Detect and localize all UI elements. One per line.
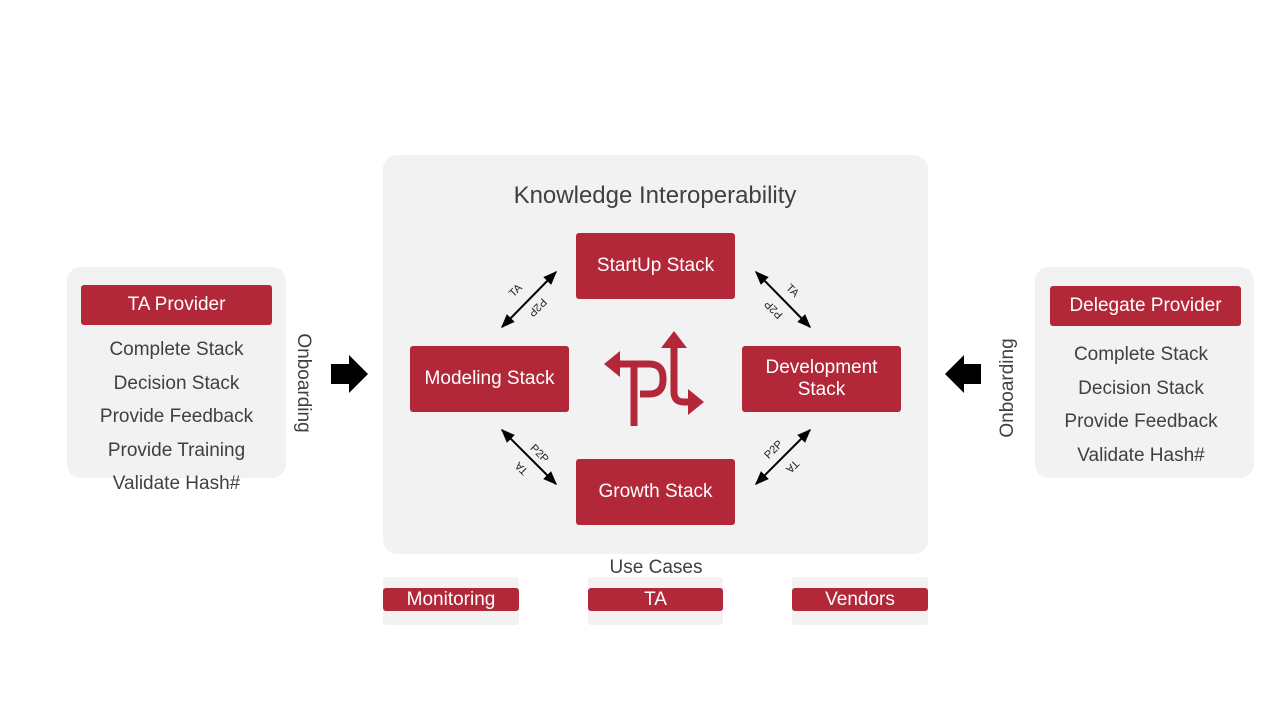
connector-label-ta: TA bbox=[783, 457, 801, 475]
use-case-vendors-button[interactable]: Vendors bbox=[792, 588, 928, 611]
connector-modeling-growth bbox=[501, 429, 557, 485]
left-arrow-icon bbox=[945, 355, 981, 393]
list-item: Provide Training bbox=[107, 439, 246, 461]
connector-label-ta: TA bbox=[507, 281, 525, 299]
list-item: Validate Hash# bbox=[1077, 444, 1205, 466]
use-cases-title: Use Cases bbox=[609, 557, 703, 578]
right-arrow-icon bbox=[331, 355, 368, 393]
list-item: Provide Feedback bbox=[99, 406, 254, 428]
list-item: Complete Stack bbox=[109, 339, 244, 360]
ta-provider-list: Complete Stack Decision Stack Provide Fe… bbox=[67, 333, 286, 501]
connector-startup-development bbox=[755, 271, 811, 328]
list-item: Decision Stack bbox=[113, 372, 240, 394]
list-item: Complete Stack bbox=[1073, 344, 1209, 365]
growth-stack-box[interactable]: Growth Stack bbox=[576, 459, 735, 525]
connector-label-ta: TA bbox=[512, 459, 530, 477]
connector-label-p2p: P2P bbox=[762, 298, 785, 321]
ta-provider-button[interactable]: TA Provider bbox=[81, 285, 272, 325]
delegate-provider-list: Complete Stack Decision Stack Provide Fe… bbox=[1035, 338, 1247, 472]
list-item: Validate Hash# bbox=[112, 473, 241, 495]
fork-arrows-icon bbox=[615, 343, 692, 426]
list-item: Decision Stack bbox=[1078, 377, 1204, 399]
connector-label-ta: TA bbox=[783, 282, 801, 300]
development-stack-box[interactable]: Development Stack bbox=[742, 346, 901, 412]
use-case-ta-button[interactable]: TA bbox=[588, 588, 723, 611]
startup-stack-box[interactable]: StartUp Stack bbox=[576, 233, 735, 299]
delegate-provider-button[interactable]: Delegate Provider bbox=[1050, 286, 1241, 326]
list-item: Provide Feedback bbox=[1064, 411, 1218, 433]
use-case-monitoring-button[interactable]: Monitoring bbox=[383, 588, 519, 611]
center-title: Knowledge Interoperability bbox=[513, 182, 797, 209]
modeling-stack-box[interactable]: Modeling Stack bbox=[410, 346, 569, 412]
connector-modeling-startup bbox=[501, 271, 557, 328]
connector-label-p2p: P2P bbox=[528, 442, 551, 465]
connector-growth-development bbox=[755, 429, 811, 485]
